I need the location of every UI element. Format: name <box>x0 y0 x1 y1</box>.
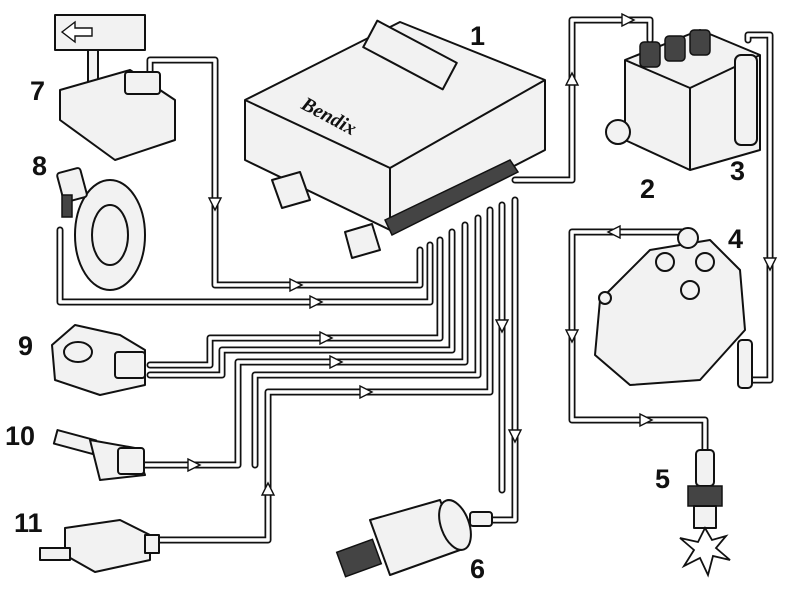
arrow-down <box>507 429 523 444</box>
arrow-right <box>309 294 324 310</box>
wire-ecu-coil <box>511 16 654 184</box>
arrow-left <box>606 224 621 240</box>
wire-crank-sensor <box>56 226 434 306</box>
label-crank-sensor: 8 <box>32 151 47 181</box>
arrow-up <box>260 481 276 496</box>
arrow-right <box>319 330 334 346</box>
signal-arrows <box>187 12 778 496</box>
distributor-cap <box>594 227 753 389</box>
label-knock-sensor: 9 <box>18 331 33 361</box>
arrow-up <box>564 71 580 86</box>
wiring-harness <box>56 16 774 544</box>
arrow-right <box>289 277 304 293</box>
label-switch: 11 <box>14 508 43 538</box>
label-spark-plug: 5 <box>655 464 670 494</box>
label-pressure-sensor: 7 <box>30 76 45 106</box>
label-idle-valve: 6 <box>470 554 485 584</box>
part-labels: 1 2 3 4 5 6 7 8 9 10 11 <box>5 21 745 584</box>
pressure-sensor-body <box>54 14 176 161</box>
wire-knock-sensor <box>146 236 444 369</box>
label-ignition-coil-left: 2 <box>640 174 655 204</box>
arrow-right <box>359 384 374 400</box>
ecu-unit: Bendix <box>244 19 546 259</box>
crank-sensor-body <box>56 167 146 291</box>
arrow-down <box>494 319 510 334</box>
arrow-right <box>639 412 654 428</box>
arrow-down <box>762 257 778 272</box>
spark-icon <box>679 526 731 578</box>
label-distributor: 4 <box>728 224 743 254</box>
arrow-left-icon <box>60 20 93 44</box>
wire-idle-valve <box>486 196 519 524</box>
wire-pressure-sensor <box>146 56 424 289</box>
arrow-down <box>207 197 223 212</box>
temp-sensor-body <box>52 429 146 481</box>
wire-temp-sensor <box>141 221 469 469</box>
arrow-down <box>564 329 580 344</box>
label-ecu: 1 <box>470 21 485 51</box>
arrow-right <box>187 457 202 473</box>
ignition-coil-assembly <box>605 29 761 171</box>
switch-body <box>39 519 160 573</box>
wire-coil-distributor <box>741 31 774 384</box>
label-ignition-coil-right: 3 <box>730 156 745 186</box>
idle-valve-body <box>335 499 493 578</box>
arrow-right <box>621 12 636 28</box>
wire-knock-sensor-2 <box>146 228 456 379</box>
wire-switch <box>151 206 494 544</box>
arrow-right <box>329 354 344 370</box>
wire-temp-sensor-2 <box>251 214 482 469</box>
knock-sensor-body <box>51 324 146 396</box>
label-temp-sensor: 10 <box>5 421 35 451</box>
spark-plug-body <box>679 449 731 578</box>
